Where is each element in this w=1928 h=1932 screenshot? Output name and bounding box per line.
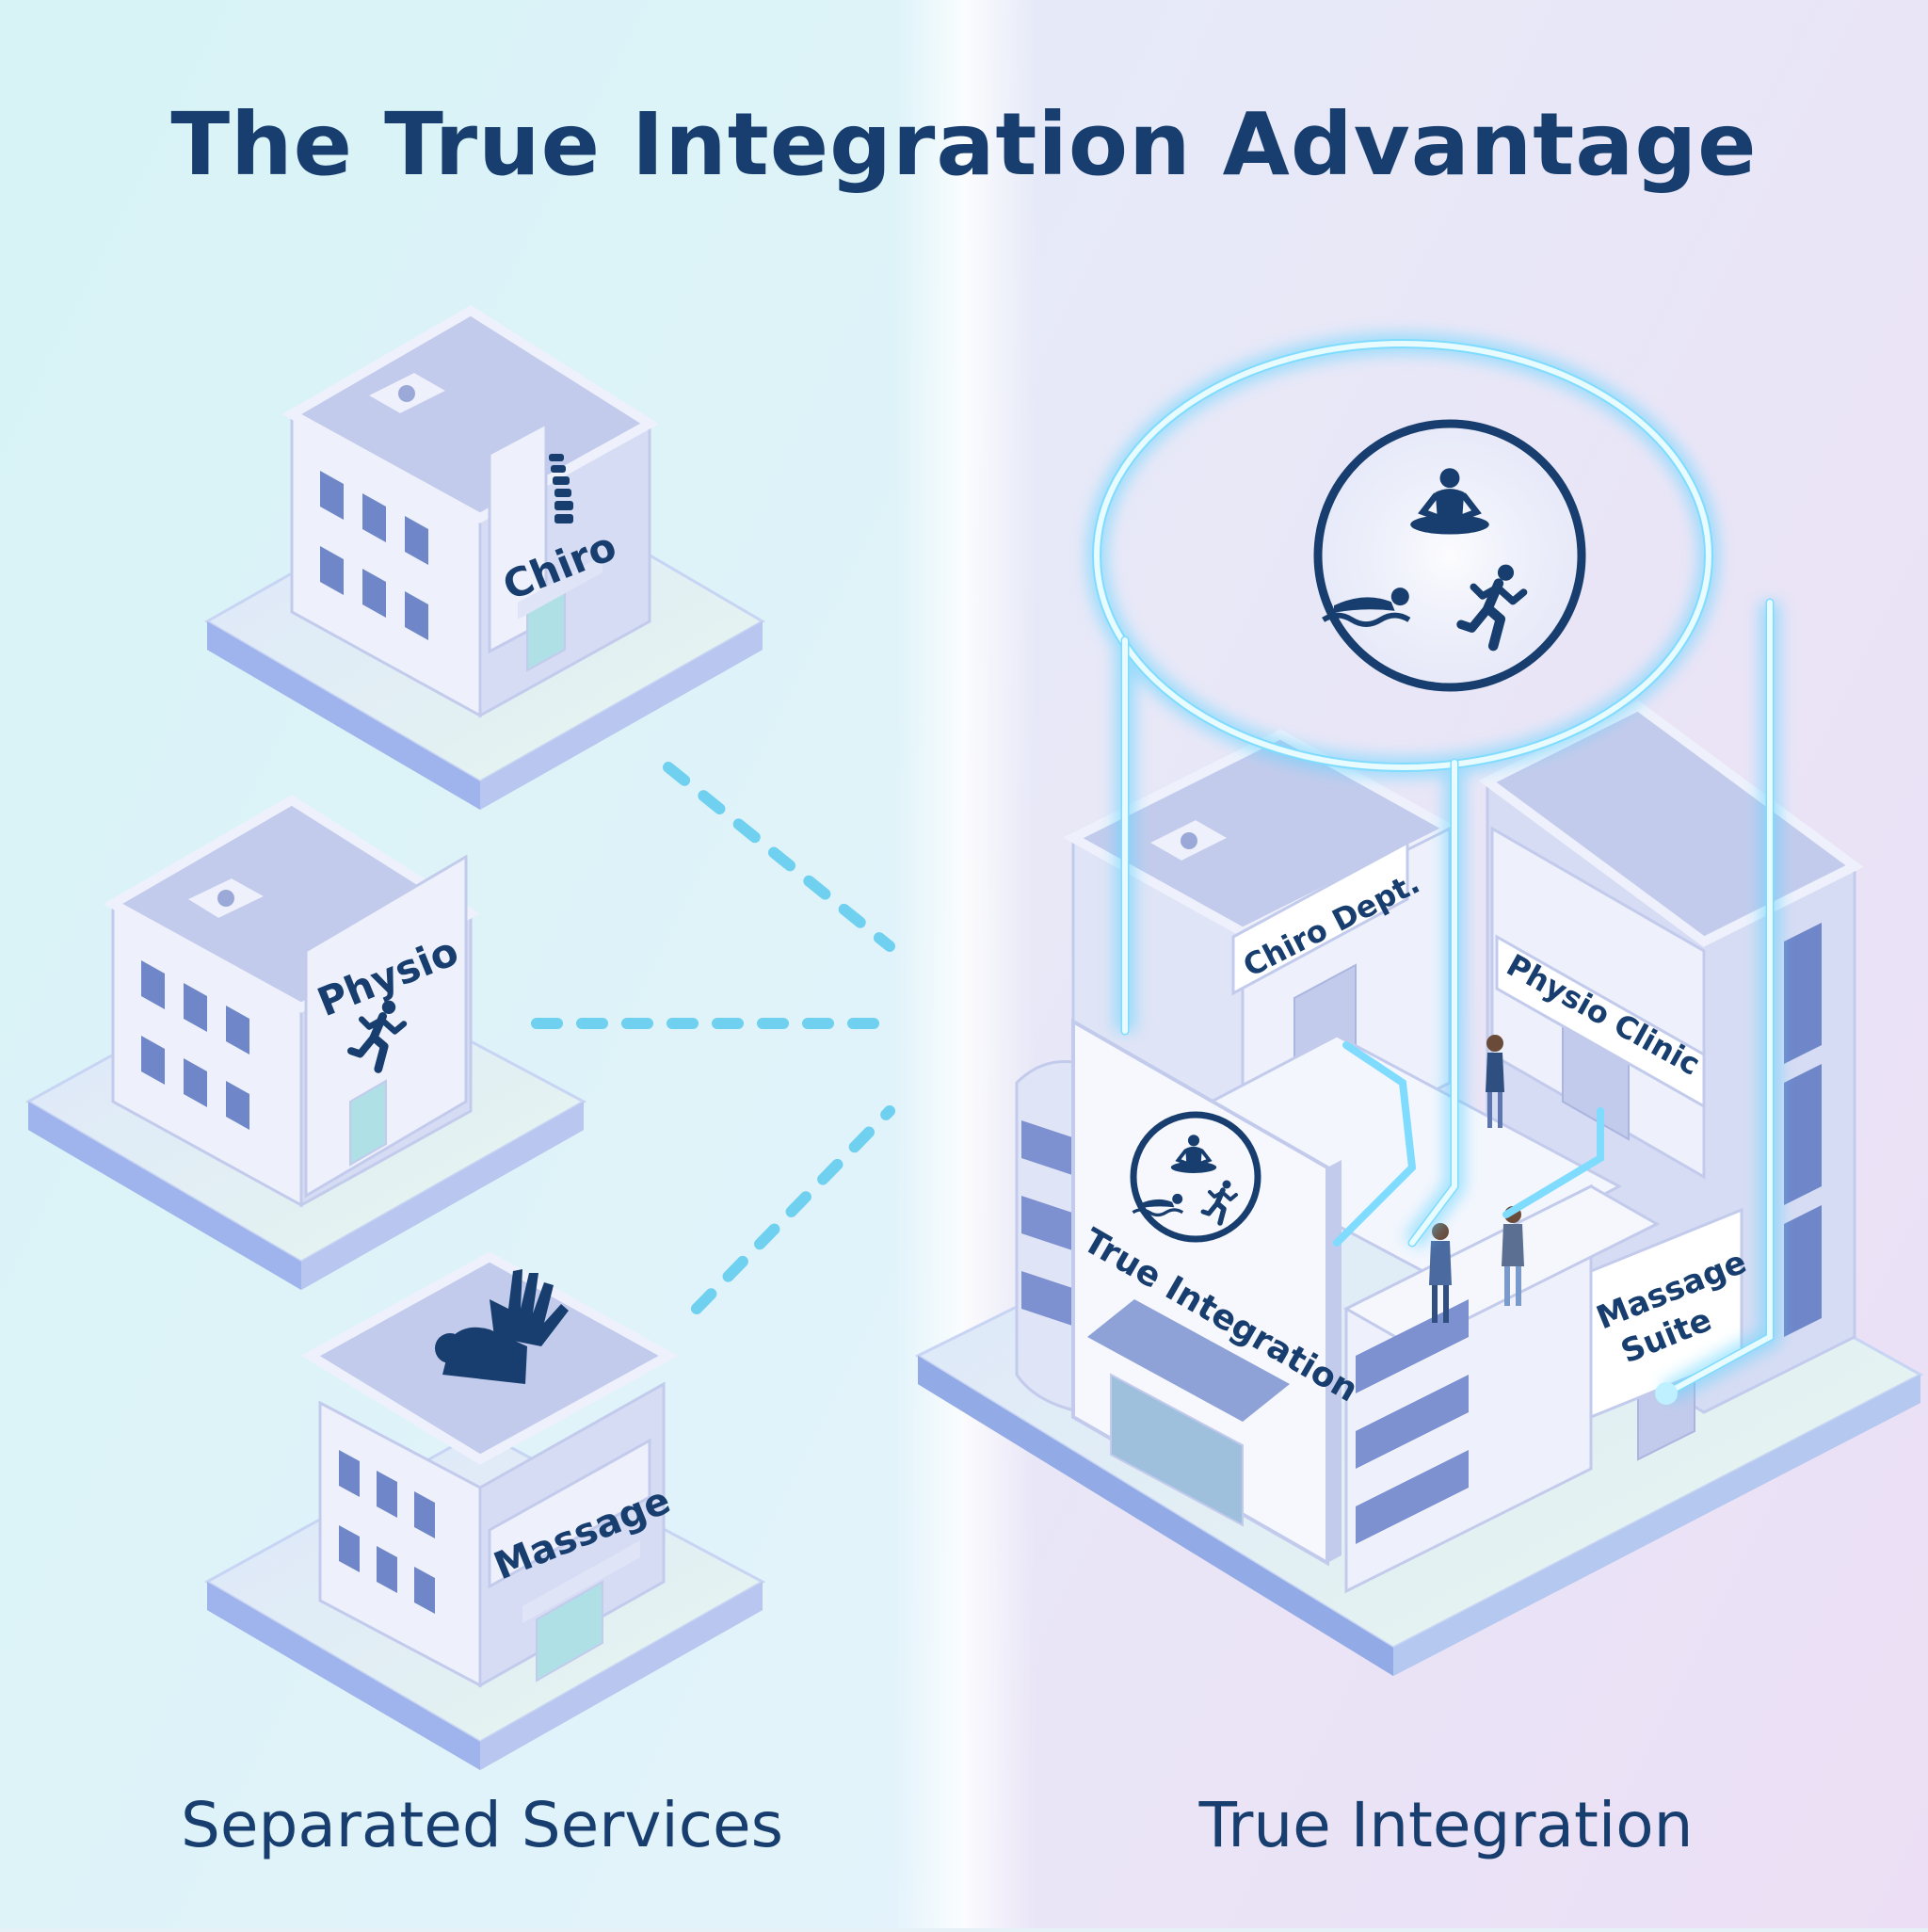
integration-hub xyxy=(1086,333,1780,1405)
physio-building: Physio xyxy=(24,795,587,1290)
massage-hand-icon xyxy=(435,1269,569,1384)
page-title: The True Integration Advantage xyxy=(170,94,1758,195)
massage-building: Massage xyxy=(203,1251,766,1770)
spine-icon xyxy=(549,454,573,523)
panel-divider-glow xyxy=(894,0,1036,1928)
people xyxy=(1429,1035,1524,1323)
chiro-building: Chiro xyxy=(203,305,766,810)
integrated-complex xyxy=(914,700,1924,1676)
connector-massage xyxy=(691,1105,895,1314)
connector-chiro xyxy=(663,762,895,952)
true-integration-caption: True Integration xyxy=(1198,1789,1694,1861)
separation-connectors xyxy=(531,762,895,1314)
separated-services-caption: Separated Services xyxy=(180,1789,784,1861)
board-logo xyxy=(1130,1111,1261,1243)
